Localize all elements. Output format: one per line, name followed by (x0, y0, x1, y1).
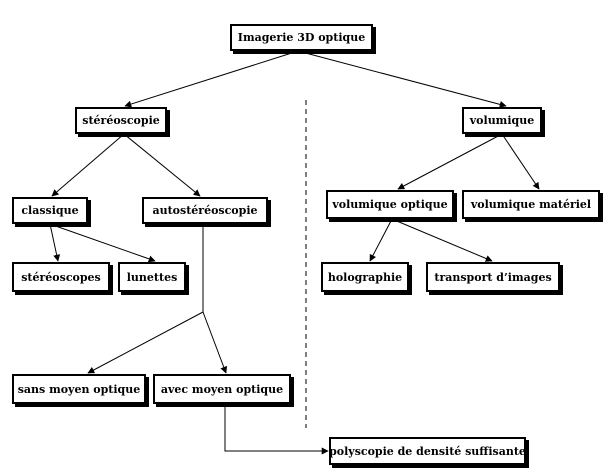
edge-volumique-optique-holographie (369, 218, 393, 262)
node-stereoscopes: stéréoscopes (12, 262, 110, 292)
node-transport-images: transport d’images (426, 262, 560, 292)
node-imagerie-3d-optique: Imagerie 3D optique (230, 24, 373, 51)
node-volumique-optique: volumique optique (326, 190, 454, 219)
edge-volumique-volumique-optique (397, 133, 503, 190)
edge-autostereoscopie-sans-moyen (87, 311, 204, 374)
edge-classique-lunettes (49, 223, 156, 263)
node-stereoscopie: stéréoscopie (75, 107, 167, 134)
node-sans-moyen-optique: sans moyen optique (12, 374, 146, 404)
edge-volumique-optique-transport (391, 218, 493, 262)
edge-root-volumique (297, 50, 507, 108)
node-lunettes: lunettes (118, 262, 186, 292)
edge-classique-stereoscopes (49, 223, 61, 262)
edge-autostereoscopie-avec-moyen (202, 311, 228, 374)
edge-stereoscopie-autostereoscopie (123, 133, 201, 197)
edge-volumique-volumique-materiel (501, 133, 540, 190)
node-classique: classique (12, 197, 88, 224)
edge-avec-moyen-polyscopie (224, 404, 329, 455)
node-holographie: holographie (321, 262, 409, 292)
node-autostereoscopie: autostéréoscopie (142, 197, 268, 224)
edge-stereoscopie-classique (51, 133, 125, 197)
node-volumique: volumique (462, 107, 542, 134)
edge-root-stereoscopie (124, 50, 299, 108)
node-avec-moyen-optique: avec moyen optique (153, 374, 291, 404)
node-volumique-materiel: volumique matériel (462, 190, 600, 219)
node-polyscopie: polyscopie de densité suffisante (329, 437, 526, 465)
